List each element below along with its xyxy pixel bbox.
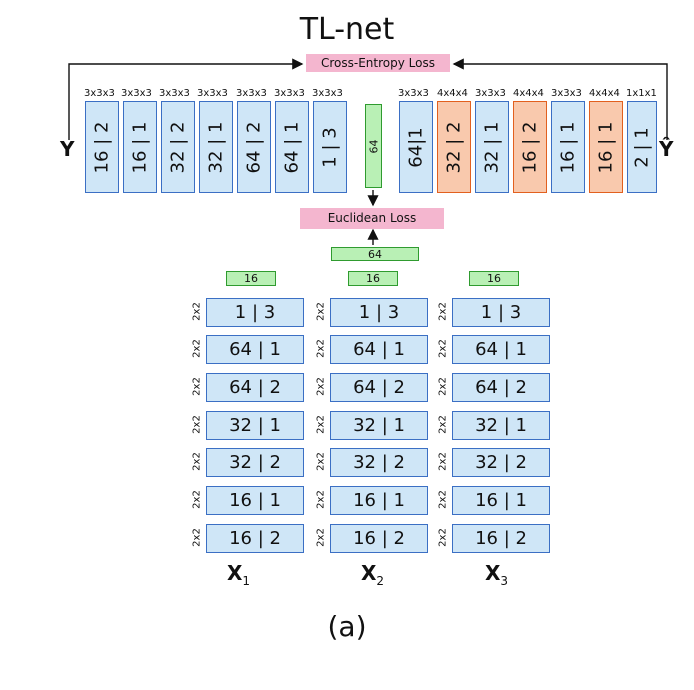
encoder-kernel-label: 3x3x3 [121, 88, 152, 99]
y-hat-symbol: Ŷ [659, 137, 674, 161]
branch-block: 32 | 1 [206, 411, 304, 440]
pool-label: 2x2 [191, 452, 203, 471]
encoder-block: 16 | 1 [123, 101, 157, 193]
figure-caption: (a) [327, 610, 367, 643]
pool-label: 2x2 [437, 452, 449, 471]
branch-3-label: X3 [485, 561, 509, 588]
encoder-kernel-label: 3x3x3 [84, 88, 115, 99]
branch-block: 32 | 2 [330, 448, 428, 477]
branch-block: 1 | 3 [206, 298, 304, 327]
y-to-loss-arrow [68, 58, 304, 140]
encoder-kernel-label: 3x3x3 [274, 88, 305, 99]
branch-block: 16 | 2 [330, 524, 428, 553]
branch-block: 64 | 1 [452, 335, 550, 364]
pool-label: 2x2 [191, 377, 203, 396]
cross-entropy-loss: Cross-Entropy Loss [306, 54, 450, 72]
branch-block: 64 | 2 [206, 373, 304, 402]
decoder-kernel-label: 3x3x3 [475, 88, 506, 99]
decoder-kernel-label: 3x3x3 [398, 88, 429, 99]
decoder-deconv-block: 16 | 2 [513, 101, 547, 193]
branch-block: 32 | 1 [452, 411, 550, 440]
encoder-kernel-label: 3x3x3 [236, 88, 267, 99]
pool-label: 2x2 [315, 377, 327, 396]
decoder-kernel-label: 4x4x4 [513, 88, 544, 99]
branch-block: 16 | 1 [330, 486, 428, 515]
branch-block: 32 | 2 [452, 448, 550, 477]
pool-label: 2x2 [437, 528, 449, 547]
branch-block: 16 | 1 [452, 486, 550, 515]
encoder-block: 64 | 1 [275, 101, 309, 193]
encoder-block: 64 | 2 [237, 101, 271, 193]
decoder-kernel-label: 1x1x1 [626, 88, 657, 99]
decoder-block: 64|1 [399, 101, 433, 193]
pool-label: 2x2 [191, 339, 203, 358]
pool-label: 2x2 [191, 302, 203, 321]
decoder-kernel-label: 4x4x4 [437, 88, 468, 99]
branch-block: 64 | 1 [206, 335, 304, 364]
pool-label: 2x2 [191, 490, 203, 509]
branch-block: 64 | 2 [452, 373, 550, 402]
pool-label: 2x2 [437, 302, 449, 321]
branch-block: 1 | 3 [330, 298, 428, 327]
encoder-block: 1 | 3 [313, 101, 347, 193]
diagram-title: TL-net [299, 12, 395, 47]
merged-feature: 64 [331, 247, 419, 261]
pool-label: 2x2 [315, 415, 327, 434]
branch-block: 64 | 2 [330, 373, 428, 402]
encoder-block: 32 | 2 [161, 101, 195, 193]
pool-label: 2x2 [437, 339, 449, 358]
euclidean-loss: Euclidean Loss [300, 208, 444, 229]
branch-block: 16 | 2 [452, 524, 550, 553]
encoder-block: 16 | 2 [85, 101, 119, 193]
encoder-block: 32 | 1 [199, 101, 233, 193]
branch-feature: 16 [469, 271, 519, 286]
y-symbol: Y [60, 137, 75, 161]
decoder-kernel-label: 3x3x3 [551, 88, 582, 99]
branch-block: 64 | 1 [330, 335, 428, 364]
branch-feature: 16 [348, 271, 398, 286]
branch-block: 16 | 1 [206, 486, 304, 515]
pool-label: 2x2 [191, 415, 203, 434]
branch-2-label: X2 [361, 561, 385, 588]
branch-block: 16 | 2 [206, 524, 304, 553]
pool-label: 2x2 [437, 415, 449, 434]
branch-block: 32 | 1 [330, 411, 428, 440]
bottleneck-feature: 64 [365, 104, 382, 188]
decoder-kernel-label: 4x4x4 [589, 88, 620, 99]
branch-feature: 16 [226, 271, 276, 286]
decoder-block: 32 | 1 [475, 101, 509, 193]
decoder-deconv-block: 32 | 2 [437, 101, 471, 193]
encoder-kernel-label: 3x3x3 [312, 88, 343, 99]
branch-block: 32 | 2 [206, 448, 304, 477]
pool-label: 2x2 [315, 452, 327, 471]
pool-label: 2x2 [437, 377, 449, 396]
yhat-to-loss-arrow [452, 58, 668, 140]
branch-block: 1 | 3 [452, 298, 550, 327]
decoder-block: 2 | 1 [627, 101, 657, 193]
encoder-kernel-label: 3x3x3 [197, 88, 228, 99]
encoder-kernel-label: 3x3x3 [159, 88, 190, 99]
branch-1-label: X1 [227, 561, 251, 588]
decoder-block: 16 | 1 [551, 101, 585, 193]
pool-label: 2x2 [315, 528, 327, 547]
pool-label: 2x2 [315, 490, 327, 509]
decoder-deconv-block: 16 | 1 [589, 101, 623, 193]
pool-label: 2x2 [315, 339, 327, 358]
pool-label: 2x2 [191, 528, 203, 547]
pool-label: 2x2 [437, 490, 449, 509]
pool-label: 2x2 [315, 302, 327, 321]
